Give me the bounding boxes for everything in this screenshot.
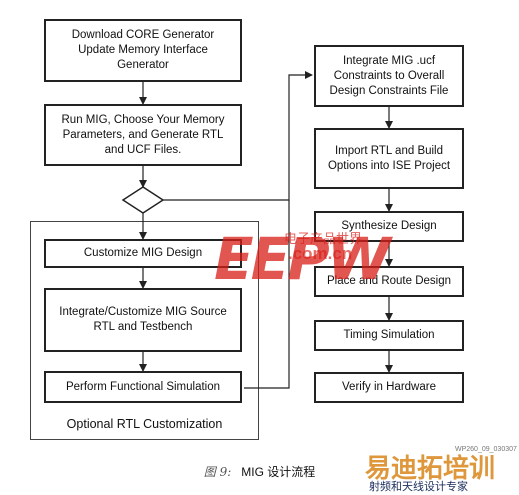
synthesize-design-box: Synthesize Design: [314, 211, 464, 242]
arrow-decision-to-ucf: [163, 71, 313, 201]
arrow-simulate-to-ucf: [244, 200, 290, 389]
run-mig-box: Run MIG, Choose Your Memory Parameters, …: [44, 104, 242, 166]
integrate-mig-source-box: Integrate/Customize MIG Source RTL and T…: [44, 288, 242, 352]
place-route-box: Place and Route Design: [314, 266, 464, 297]
decision-diamond: [121, 186, 165, 214]
functional-simulation-box: Perform Functional Simulation: [44, 371, 242, 403]
integrate-ucf-box: Integrate MIG .ucf Constraints to Overal…: [314, 45, 464, 107]
optional-rtl-label: Optional RTL Customization: [66, 417, 223, 431]
figure-caption: 图 9: MIG 设计流程: [0, 463, 519, 480]
customize-mig-box: Customize MIG Design: [44, 239, 242, 268]
brand-watermark: 易迪拓培训: [365, 454, 496, 484]
eepw-chinese-watermark: 电子产品世界: [284, 232, 363, 247]
figure-id: WP260_09_030307: [455, 446, 517, 453]
brand-subtitle-watermark: 射频和天线设计专家: [369, 480, 468, 493]
optional-rtl-frame: [30, 221, 259, 440]
eepw-watermark: EEPW: [214, 225, 391, 293]
timing-simulation-box: Timing Simulation: [314, 320, 464, 351]
eepw-url-watermark: .com.cn: [288, 244, 353, 263]
figure-title: MIG 设计流程: [241, 465, 316, 479]
verify-hardware-box: Verify in Hardware: [314, 372, 464, 403]
download-core-generator-box: Download CORE Generator Update Memory In…: [44, 19, 242, 82]
figure-number: 图 9:: [203, 465, 232, 479]
import-rtl-box: Import RTL and Build Options into ISE Pr…: [314, 128, 464, 189]
